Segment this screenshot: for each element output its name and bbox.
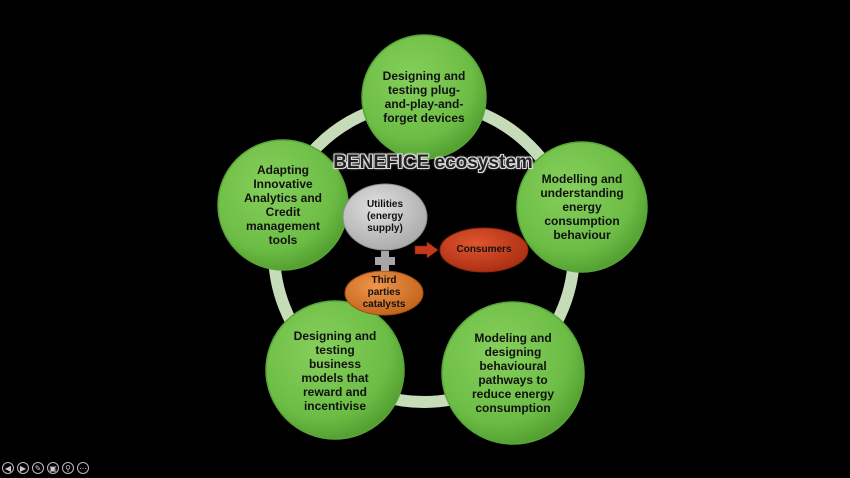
previous-icon[interactable]: ◀ xyxy=(2,462,14,474)
more-icon[interactable]: ⋯ xyxy=(77,462,89,474)
plus-icon xyxy=(375,251,395,271)
zoom-icon[interactable]: ⚲ xyxy=(62,462,74,474)
slideshow-controls: ◀ ▶ ✎ ▣ ⚲ ⋯ xyxy=(2,462,89,474)
node-plug-and-play-devices xyxy=(361,34,487,160)
third-parties-ellipse xyxy=(344,270,424,316)
pen-icon[interactable]: ✎ xyxy=(32,462,44,474)
arrow-to-consumers-icon xyxy=(414,241,439,259)
consumers-ellipse xyxy=(439,227,529,273)
node-business-models xyxy=(265,300,405,440)
slides-icon[interactable]: ▣ xyxy=(47,462,59,474)
node-energy-behaviour-modelling xyxy=(516,141,648,273)
next-icon[interactable]: ▶ xyxy=(17,462,29,474)
node-behavioural-pathways xyxy=(441,301,585,445)
diagram-title: BENEFICE ecosystem xyxy=(333,152,533,173)
utilities-ellipse xyxy=(342,183,428,251)
